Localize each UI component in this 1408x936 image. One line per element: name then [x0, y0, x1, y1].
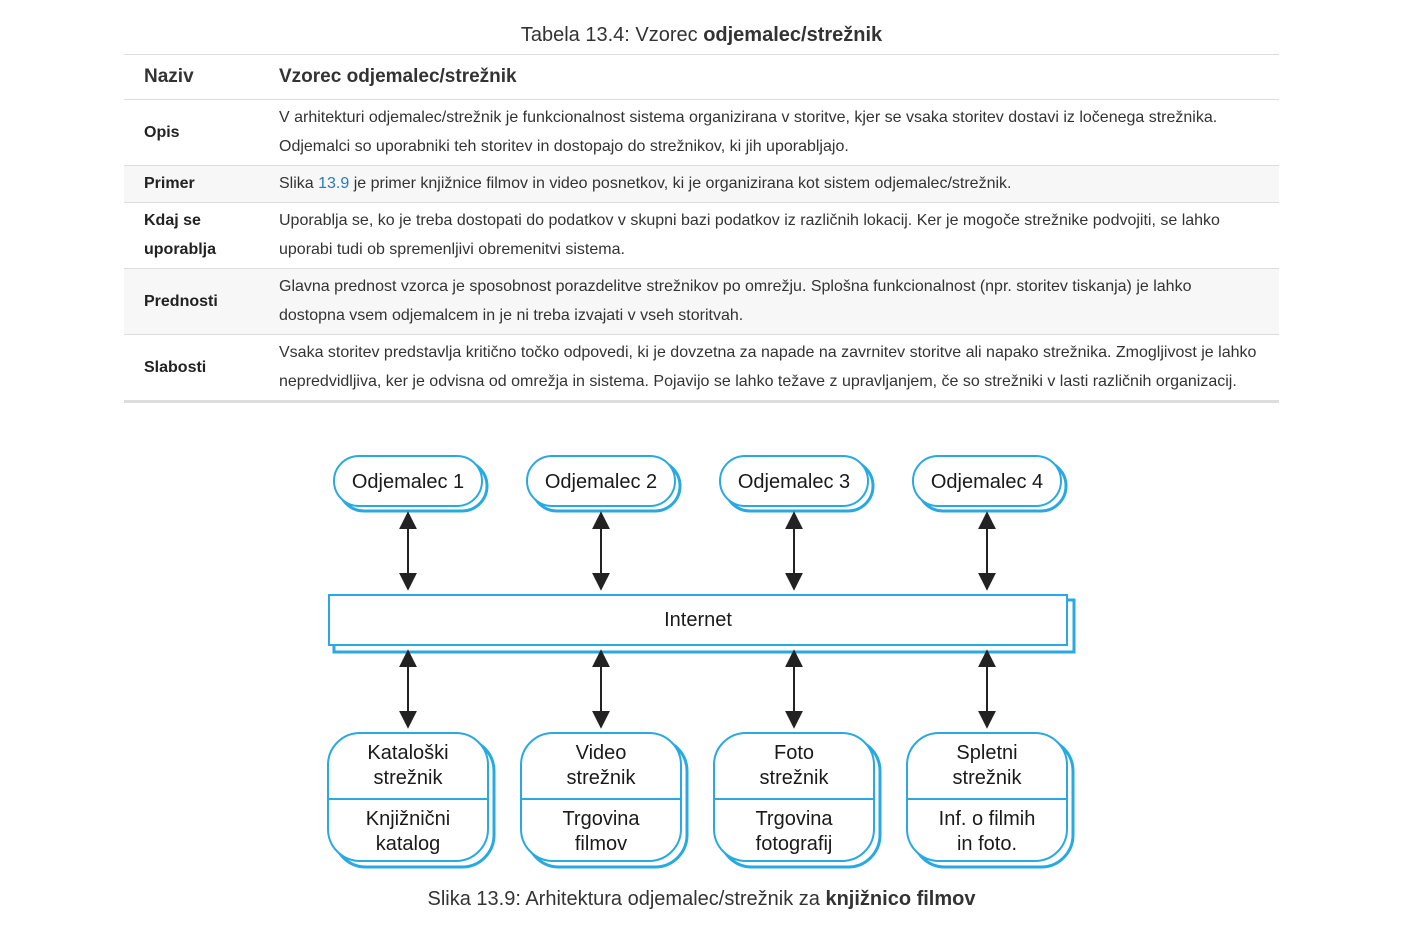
table-row-opis: Opis V arhitekturi odjemalec/strežnik je…	[124, 99, 1279, 166]
row-label: Opis	[124, 99, 267, 166]
server-content-line: katalog	[376, 833, 441, 855]
row-text: Vsaka storitev predstavlja kritično točk…	[267, 334, 1279, 403]
table-row-prednosti: Prednosti Glavna prednost vzorca je spos…	[124, 268, 1279, 335]
server-content-line: Inf. o filmih	[939, 808, 1036, 830]
table-caption-text: Tabela 13.4: Vzorec	[520, 24, 704, 46]
pattern-table: Naziv Vzorec odjemalec/strežnik Opis V a…	[124, 54, 1279, 403]
client-box	[912, 455, 1062, 507]
figure-caption-bold: knjižnico filmov	[825, 888, 976, 910]
server-title-line: Spletni	[956, 742, 1017, 764]
server-content-line: Trgovina	[755, 808, 833, 830]
figure-caption-text: Slika 13.9: Arhitektura odjemalec/strežn…	[427, 888, 826, 910]
row-text: V arhitekturi odjemalec/strežnik je funk…	[267, 99, 1279, 166]
row-text: Glavna prednost vzorca je sposobnost por…	[267, 268, 1279, 335]
server-box	[327, 732, 489, 862]
server-content-line: filmov	[575, 833, 627, 855]
server-title-line: strežnik	[374, 767, 444, 789]
table-header-row: Naziv Vzorec odjemalec/strežnik	[124, 54, 1279, 100]
server-box	[713, 732, 875, 862]
figure-link[interactable]: 13.9	[318, 175, 350, 192]
row-label: Kdaj se uporablja	[124, 202, 267, 269]
header-value: Vzorec odjemalec/strežnik	[267, 54, 1279, 100]
row-text-before: Slika	[279, 175, 319, 192]
row-label: Primer	[124, 165, 267, 203]
figure-caption: Slika 13.9: Arhitektura odjemalec/strežn…	[124, 888, 1279, 911]
client-box	[526, 455, 676, 507]
server-title-line: strežnik	[567, 767, 637, 789]
server-content-line: Knjižnični	[366, 808, 450, 830]
table-caption-bold: odjemalec/strežnik	[703, 24, 883, 46]
client-box	[333, 455, 483, 507]
client-box	[719, 455, 869, 507]
row-text: Slika 13.9 je primer knjižnice filmov in…	[267, 165, 1279, 203]
server-title-line: strežnik	[760, 767, 830, 789]
table-caption: Tabela 13.4: Vzorec odjemalec/strežnik	[124, 24, 1279, 47]
internet-box	[328, 594, 1068, 646]
table-row-slabosti: Slabosti Vsaka storitev predstavlja krit…	[124, 334, 1279, 403]
table-row-kdaj: Kdaj se uporablja Uporablja se, ko je tr…	[124, 202, 1279, 269]
server-title-line: Kataloški	[367, 742, 448, 764]
server-title-line: Foto	[774, 742, 814, 764]
server-content-line: Trgovina	[562, 808, 640, 830]
client-label: Odjemalec 3	[738, 471, 850, 493]
row-text-after: je primer knjižnice filmov in video posn…	[349, 175, 1012, 192]
row-label: Prednosti	[124, 268, 267, 335]
server-box	[906, 732, 1068, 862]
client-label: Odjemalec 2	[545, 471, 657, 493]
internet-label: Internet	[664, 609, 732, 631]
client-label: Odjemalec 4	[931, 471, 1043, 493]
row-text: Uporablja se, ko je treba dostopati do p…	[267, 202, 1279, 269]
server-content-line: in foto.	[957, 833, 1017, 855]
client-label: Odjemalec 1	[352, 471, 464, 493]
server-box	[520, 732, 682, 862]
server-title-line: strežnik	[953, 767, 1023, 789]
header-name: Naziv	[124, 54, 267, 100]
table-row-primer: Primer Slika 13.9 je primer knjižnice fi…	[124, 165, 1279, 203]
server-content-line: fotografij	[756, 833, 833, 855]
server-title-line: Video	[576, 742, 627, 764]
row-label: Slabosti	[124, 334, 267, 403]
